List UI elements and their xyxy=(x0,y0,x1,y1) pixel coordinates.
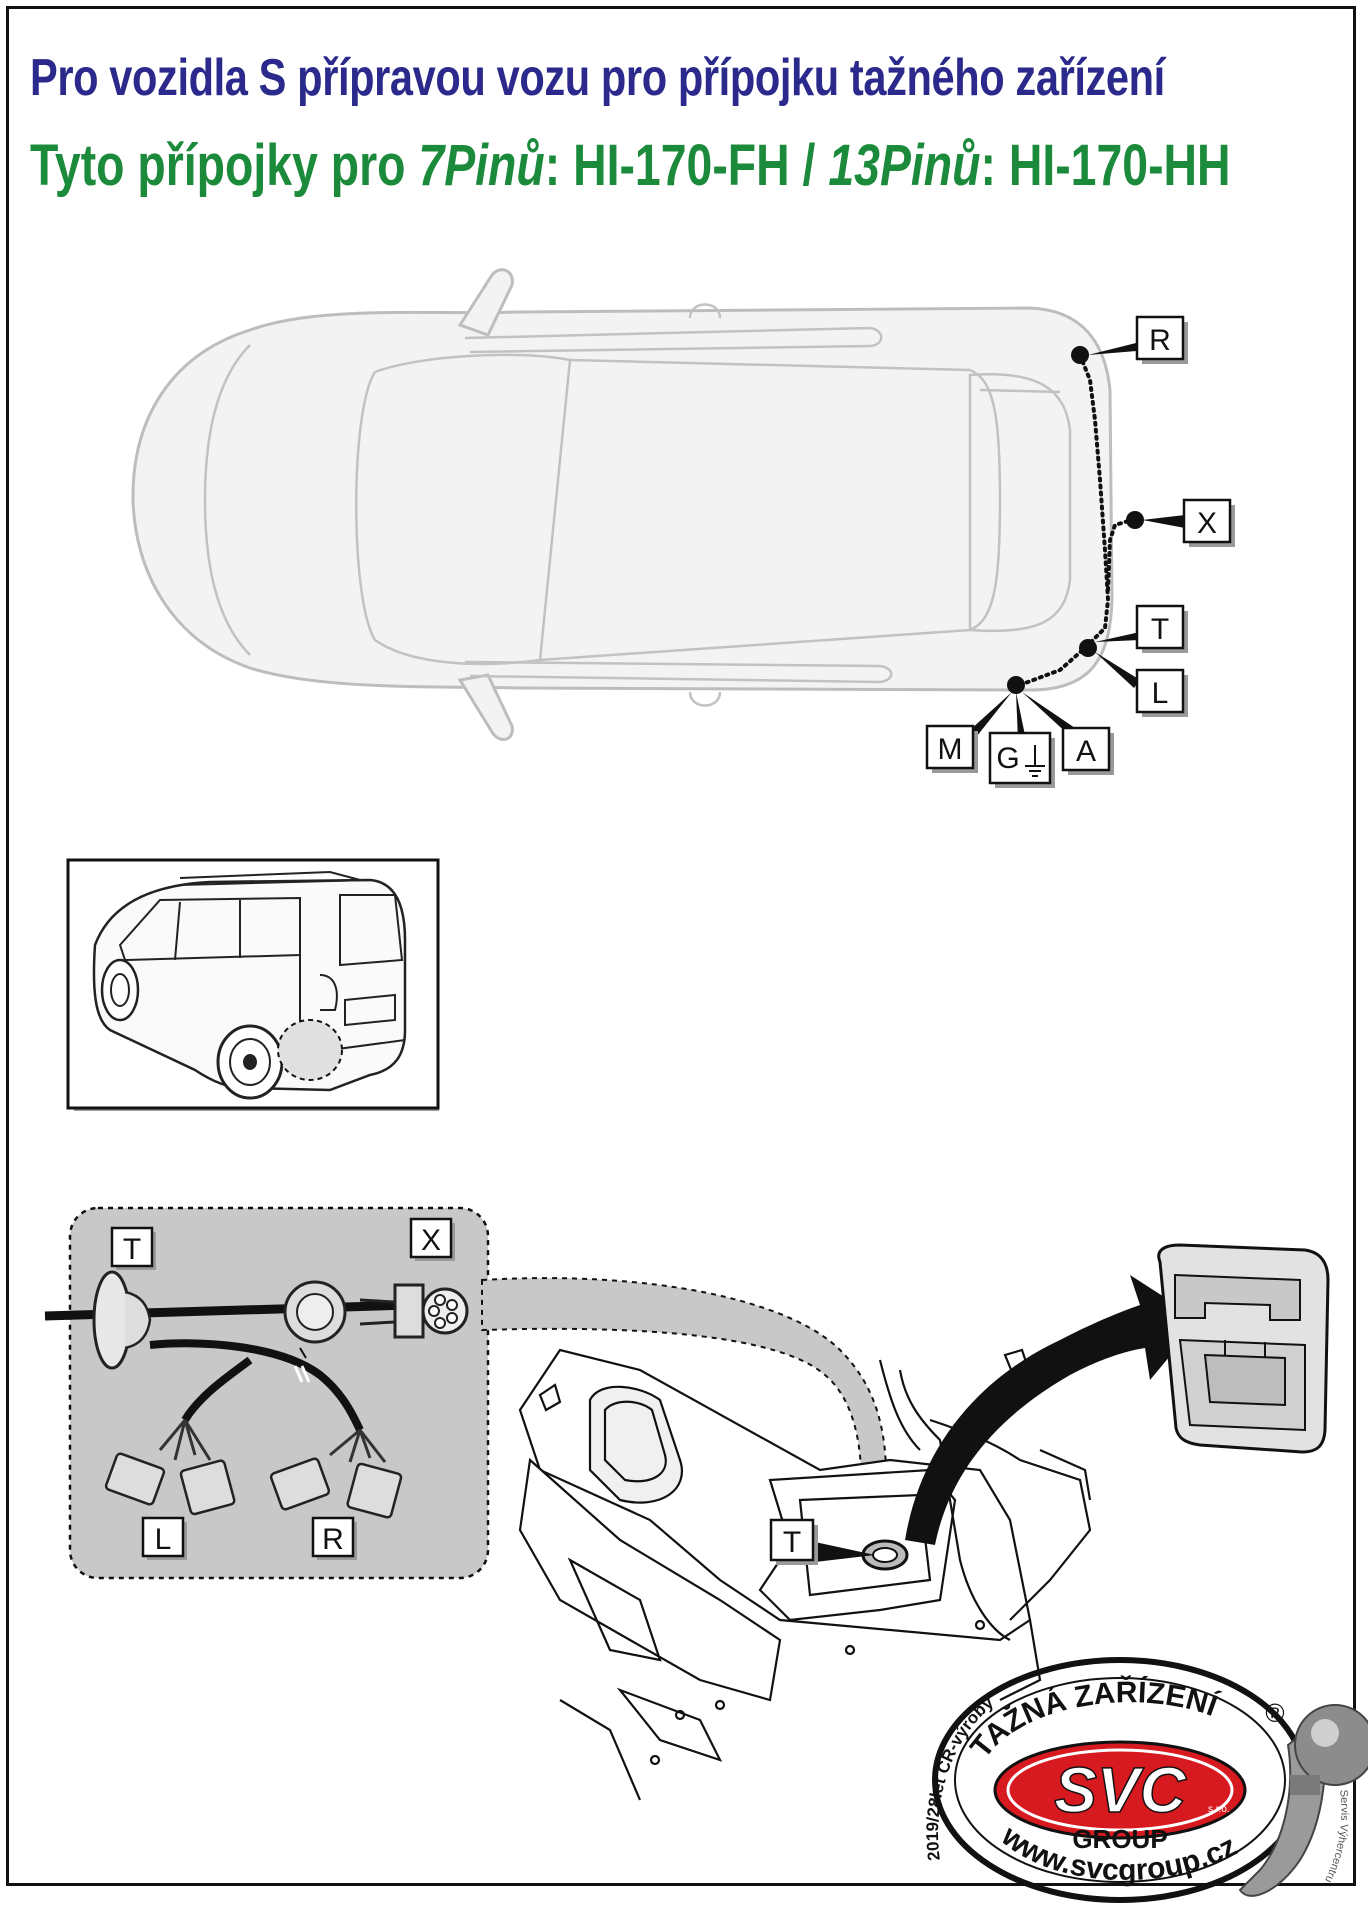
label-T: T xyxy=(1151,613,1169,646)
harness-label-L: L xyxy=(141,1516,187,1560)
point-R-dot xyxy=(1071,346,1089,364)
grommet-T xyxy=(92,1270,132,1370)
connector-X xyxy=(359,1283,469,1339)
code13-label: : HI-170-HH xyxy=(980,133,1231,198)
logo-sro: s.r.o. xyxy=(1208,1804,1230,1815)
label-A: A xyxy=(1076,735,1096,768)
black-arrow xyxy=(905,1275,1200,1545)
logo-brand: SVC xyxy=(1054,1754,1186,1826)
label-box-A: A xyxy=(1061,726,1114,775)
title-line-1: Pro vozidla S přípravou vozu pro přípojk… xyxy=(30,49,1165,107)
label-box-L: L xyxy=(1135,668,1188,717)
lamp-plug-R xyxy=(269,1428,403,1519)
rear-bay-structure xyxy=(518,1348,1092,1801)
logo-registered: ® xyxy=(1265,1698,1284,1728)
title-prefix: Tyto přípojky pro xyxy=(30,133,419,198)
pin7-label: 7Pinů xyxy=(418,133,545,198)
harness-label-X: X xyxy=(409,1217,455,1261)
harness-label-T: T xyxy=(110,1226,156,1270)
lamp-plug-L xyxy=(104,1419,236,1516)
vehicle-inset xyxy=(66,858,440,1111)
harness-L-text: L xyxy=(155,1523,172,1556)
harness-label-R: R xyxy=(311,1516,357,1560)
code7-label: : HI-170-FH / xyxy=(544,133,829,198)
car-top-view xyxy=(131,268,1114,741)
point-MGA-dot xyxy=(1007,676,1025,694)
point-TL-dot xyxy=(1079,639,1097,657)
title-line-2: Tyto přípojky pro 7Pinů: HI-170-FH / 13P… xyxy=(30,132,1231,199)
harness-X-text: X xyxy=(421,1224,441,1257)
label-R: R xyxy=(1149,324,1171,357)
wiring-route xyxy=(970,340,1185,740)
mount-label-T: T xyxy=(769,1518,818,1565)
logo-group: GROUP xyxy=(1072,1824,1167,1854)
label-box-R: R xyxy=(1135,315,1188,364)
label-box-M: M xyxy=(925,724,978,773)
pin13-label: 13Pinů xyxy=(828,133,981,198)
socket-bracket-plate xyxy=(1157,1243,1330,1454)
label-M: M xyxy=(938,733,963,766)
label-box-G: G xyxy=(988,731,1055,788)
point-X-dot xyxy=(1126,511,1144,529)
page-frame xyxy=(6,6,1356,1886)
label-box-T: T xyxy=(1135,604,1188,653)
label-box-X: X xyxy=(1182,498,1235,547)
mount-T-text: T xyxy=(783,1526,801,1559)
harness-panel xyxy=(44,1206,490,1580)
label-X: X xyxy=(1197,507,1217,540)
harness-T-text: T xyxy=(123,1233,141,1266)
label-L: L xyxy=(1152,677,1169,710)
ground-icon xyxy=(1025,745,1045,777)
harness-R-text: R xyxy=(322,1523,344,1556)
label-G: G xyxy=(996,742,1019,775)
